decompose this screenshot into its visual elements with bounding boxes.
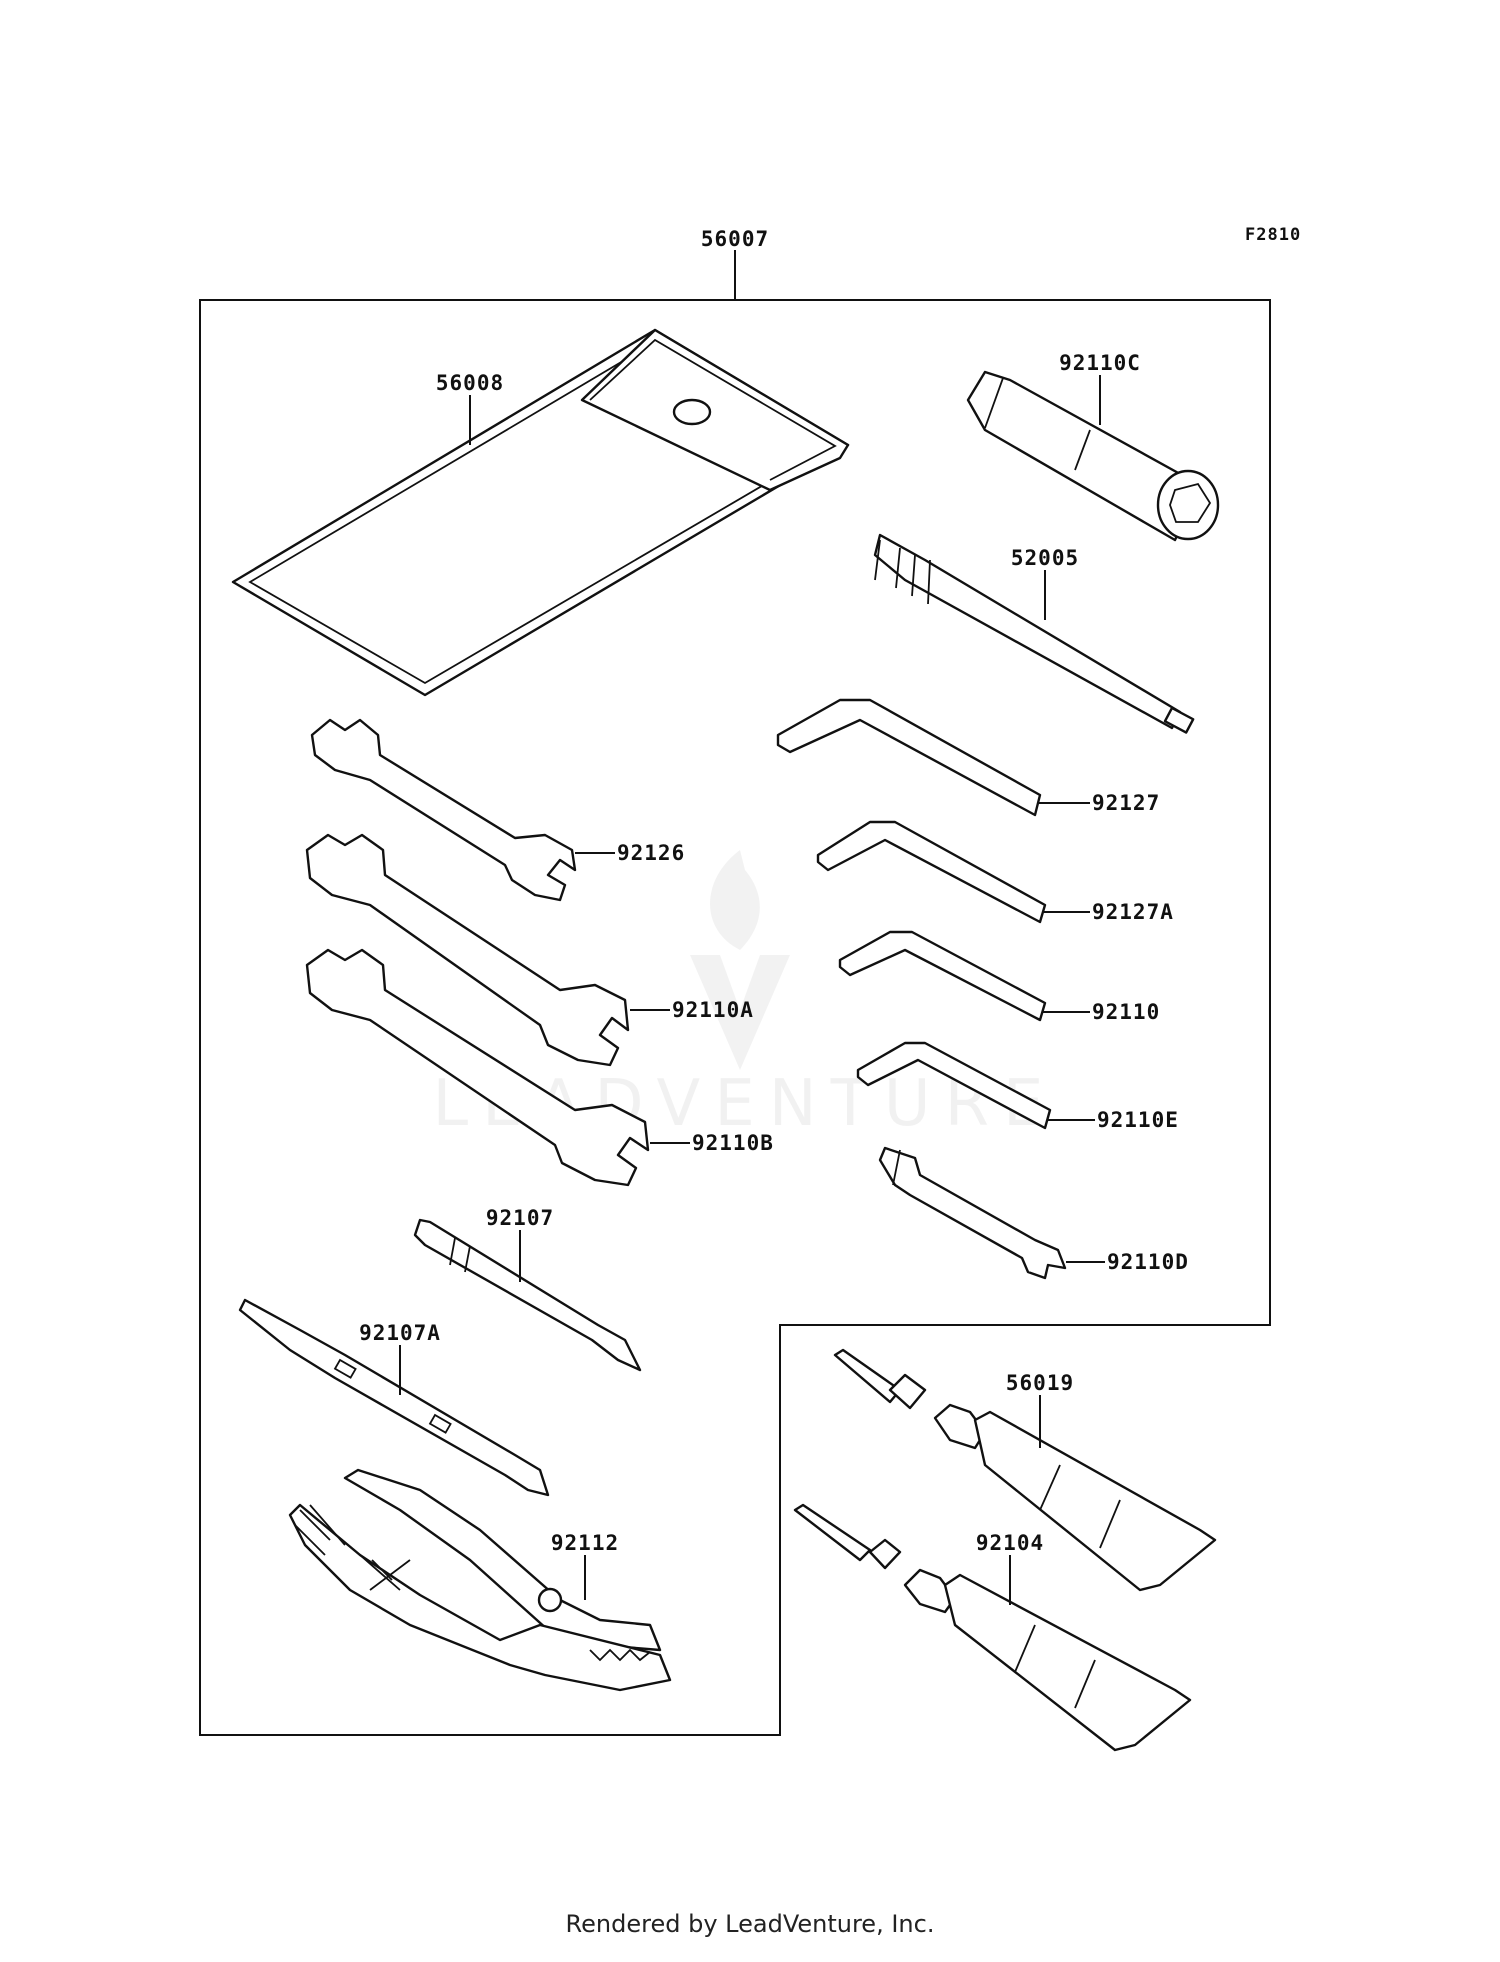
screwdriver-bit-92107: [413, 1218, 642, 1372]
hex-key-92127a: [816, 820, 1047, 924]
hex-key-92127: [776, 698, 1042, 817]
label-92104: 92104: [976, 1531, 1044, 1555]
plug-wrench-handle: [873, 533, 1195, 734]
grease-tube-56019: [833, 1348, 1217, 1592]
open-end-wrench-92110b: [305, 948, 650, 1187]
kit-outline: [199, 299, 1271, 1736]
open-end-wrench-92126: [310, 718, 577, 902]
box-wrench: [966, 370, 1220, 542]
figure-code: F2810: [1245, 225, 1301, 245]
label-92126: 92126: [617, 841, 685, 865]
open-end-wrench-92110a: [305, 833, 630, 1067]
label-56019: 56019: [1006, 1371, 1074, 1395]
label-92127A: 92127A: [1092, 900, 1174, 924]
label-92107A: 92107A: [359, 1321, 441, 1345]
label-92107: 92107: [486, 1206, 554, 1230]
label-92110: 92110: [1092, 1000, 1160, 1024]
label-92110B: 92110B: [692, 1131, 774, 1155]
label-52005: 52005: [1011, 546, 1079, 570]
hex-key-92110e: [856, 1041, 1052, 1130]
footer-credit: Rendered by LeadVenture, Inc.: [565, 1910, 935, 1938]
pliers: [288, 1468, 672, 1692]
screwdriver-bit-92107a: [238, 1298, 550, 1497]
label-92110E: 92110E: [1097, 1108, 1179, 1132]
tool-pouch: [231, 328, 850, 697]
label-56008: 56008: [436, 371, 504, 395]
label-92112: 92112: [551, 1531, 619, 1555]
kit-label: 56007: [701, 227, 769, 251]
label-92127: 92127: [1092, 791, 1160, 815]
hex-key-92110: [838, 930, 1047, 1022]
label-92110C: 92110C: [1059, 351, 1141, 375]
grease-tube-92104: [793, 1503, 1192, 1752]
spoke-wrench: [878, 1146, 1067, 1280]
label-92110A: 92110A: [672, 998, 754, 1022]
label-92110D: 92110D: [1107, 1250, 1189, 1274]
